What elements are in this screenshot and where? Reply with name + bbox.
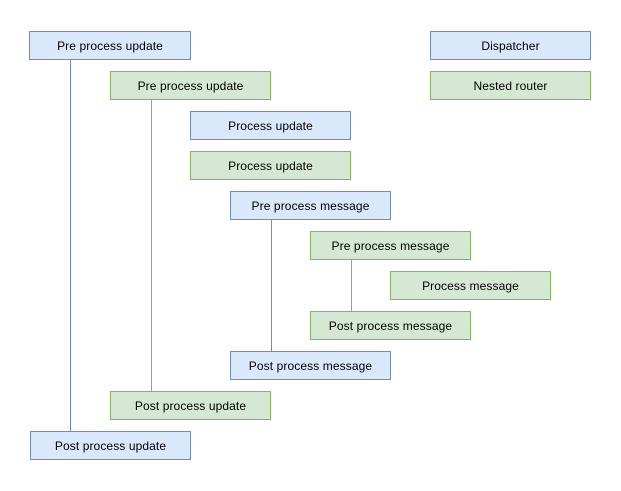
legend-label: Nested router (473, 78, 548, 93)
legend-item-nested-router[interactable]: Nested router (430, 71, 591, 100)
node-process-update-router[interactable]: Process update (190, 151, 351, 180)
node-post-process-message-router[interactable]: Post process message (310, 311, 471, 340)
node-post-process-message-dispatcher[interactable]: Post process message (230, 351, 391, 380)
node-label: Pre process message (251, 198, 370, 213)
node-post-process-update-router[interactable]: Post process update (110, 391, 271, 420)
node-label: Post process message (328, 318, 453, 333)
node-label: Process update (228, 158, 313, 173)
node-pre-process-message-dispatcher[interactable]: Pre process message (230, 191, 391, 220)
node-pre-process-update-router[interactable]: Pre process update (110, 71, 271, 100)
node-label: Process message (422, 278, 519, 293)
edge-pre-update-dispatcher-to-post-update-dispatcher (70, 60, 71, 431)
node-label: Pre process update (57, 38, 163, 53)
node-process-message-router[interactable]: Process message (390, 271, 551, 300)
node-label: Pre process update (137, 78, 244, 93)
edge-pre-message-dispatcher-to-post-message (271, 220, 272, 351)
node-label: Post process update (134, 398, 247, 413)
node-label: Pre process message (331, 238, 450, 253)
legend-label: Dispatcher (481, 38, 540, 53)
edge-pre-message-router-to-post-message-router (351, 260, 352, 311)
legend-item-dispatcher[interactable]: Dispatcher (430, 31, 591, 60)
node-process-update-dispatcher[interactable]: Process update (190, 111, 351, 140)
node-pre-process-message-router[interactable]: Pre process message (310, 231, 471, 260)
node-label: Process update (228, 118, 313, 133)
node-label: Post process message (248, 358, 373, 373)
node-label: Post process update (54, 438, 167, 453)
node-pre-process-update-dispatcher[interactable]: Pre process update (29, 31, 191, 60)
edge-pre-update-router-to-post-update-router (151, 100, 152, 391)
node-post-process-update-dispatcher[interactable]: Post process update (30, 431, 191, 460)
